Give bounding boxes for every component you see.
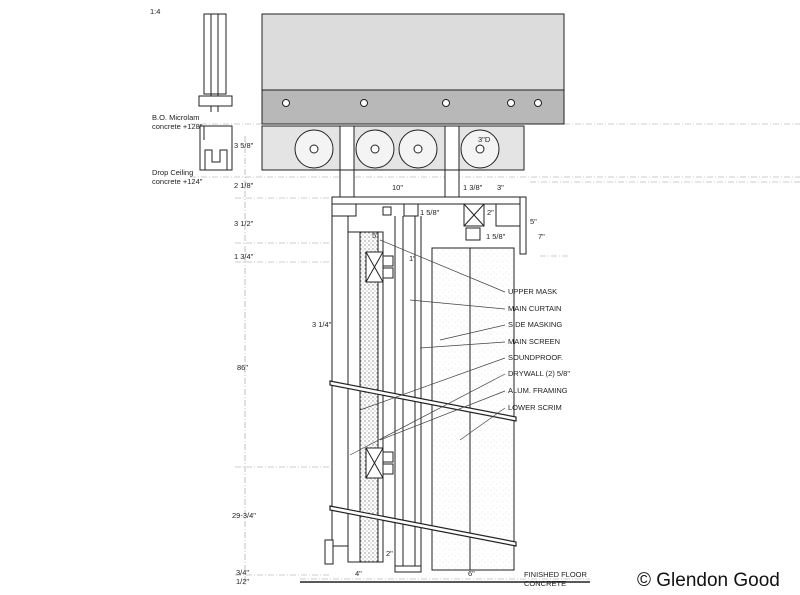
hanger-rods: [339, 169, 460, 203]
pipe-assembly: [261, 125, 525, 171]
dim-1-5-8-a: 1 5/8": [420, 208, 440, 217]
dim-2: 2": [487, 208, 494, 217]
callout-main-curtain: MAIN CURTAIN: [508, 304, 561, 313]
dim-6: 6": [468, 569, 475, 578]
dim-29-3-4: 29-3/4": [232, 511, 256, 520]
microlam-elev-label-1: B.O. Microlam: [152, 113, 200, 122]
callout-upper-mask: UPPER MASK: [508, 287, 557, 296]
dim-7: 7": [538, 232, 545, 241]
pipe-dia-label: 3"D: [478, 135, 491, 144]
dim-1: 1": [409, 254, 416, 263]
dim-4: 4": [355, 569, 362, 578]
frame-section: [324, 196, 527, 573]
dim-2-bottom: 2": [386, 549, 393, 558]
callout-alum-framing: ALUM. FRAMING: [508, 386, 568, 395]
dim-1-5-8-b: 1 5/8": [486, 232, 506, 241]
dim-3-1-4: 3 1/4": [312, 320, 332, 329]
microlam-elev-label-2: concrete +128": [152, 122, 203, 131]
dim-10: 10": [392, 183, 403, 192]
callout-side-masking: SIDE MASKING: [508, 320, 562, 329]
dim-5-inner: 5": [372, 231, 379, 240]
callout-drywall: DRYWALL (2) 5/8": [508, 369, 570, 378]
steel-beam: [261, 13, 565, 125]
ceiling-elev-label-2: concrete +124": [152, 177, 203, 186]
dim-3-1-2: 3 1/2": [234, 219, 254, 228]
dim-5-right: 5": [530, 217, 537, 226]
callout-soundproof: SOUNDPROOF.: [508, 353, 563, 362]
floor-label-2: CONCRETE: [524, 579, 566, 588]
leader-lines: [349, 239, 506, 456]
callout-main-screen: MAIN SCREEN: [508, 337, 560, 346]
dim-3-4: 3/4": [236, 568, 249, 577]
callout-lower-scrim: LOWER SCRIM: [508, 403, 562, 412]
floor-label-1: FINISHED FLOOR: [524, 570, 588, 579]
dim-1-3-8: 1 3/8": [463, 183, 483, 192]
diagonal-braces: [329, 380, 517, 547]
dim-1-2: 1/2": [236, 577, 249, 586]
scale-note: 1:4: [150, 7, 160, 16]
ceiling-elev-label-1: Drop Ceiling: [152, 168, 193, 177]
dim-1-3-4: 1 3/4": [234, 252, 254, 261]
copyright-text: © Glendon Good: [637, 570, 780, 591]
reference-lines: [190, 123, 800, 580]
microlam-detail: [198, 13, 233, 171]
dim-3: 3": [497, 183, 504, 192]
dim-86: 86": [237, 363, 248, 372]
dim-2-1-8: 2 1/8": [234, 181, 254, 190]
dim-3-5-8: 3 5/8": [234, 141, 254, 150]
